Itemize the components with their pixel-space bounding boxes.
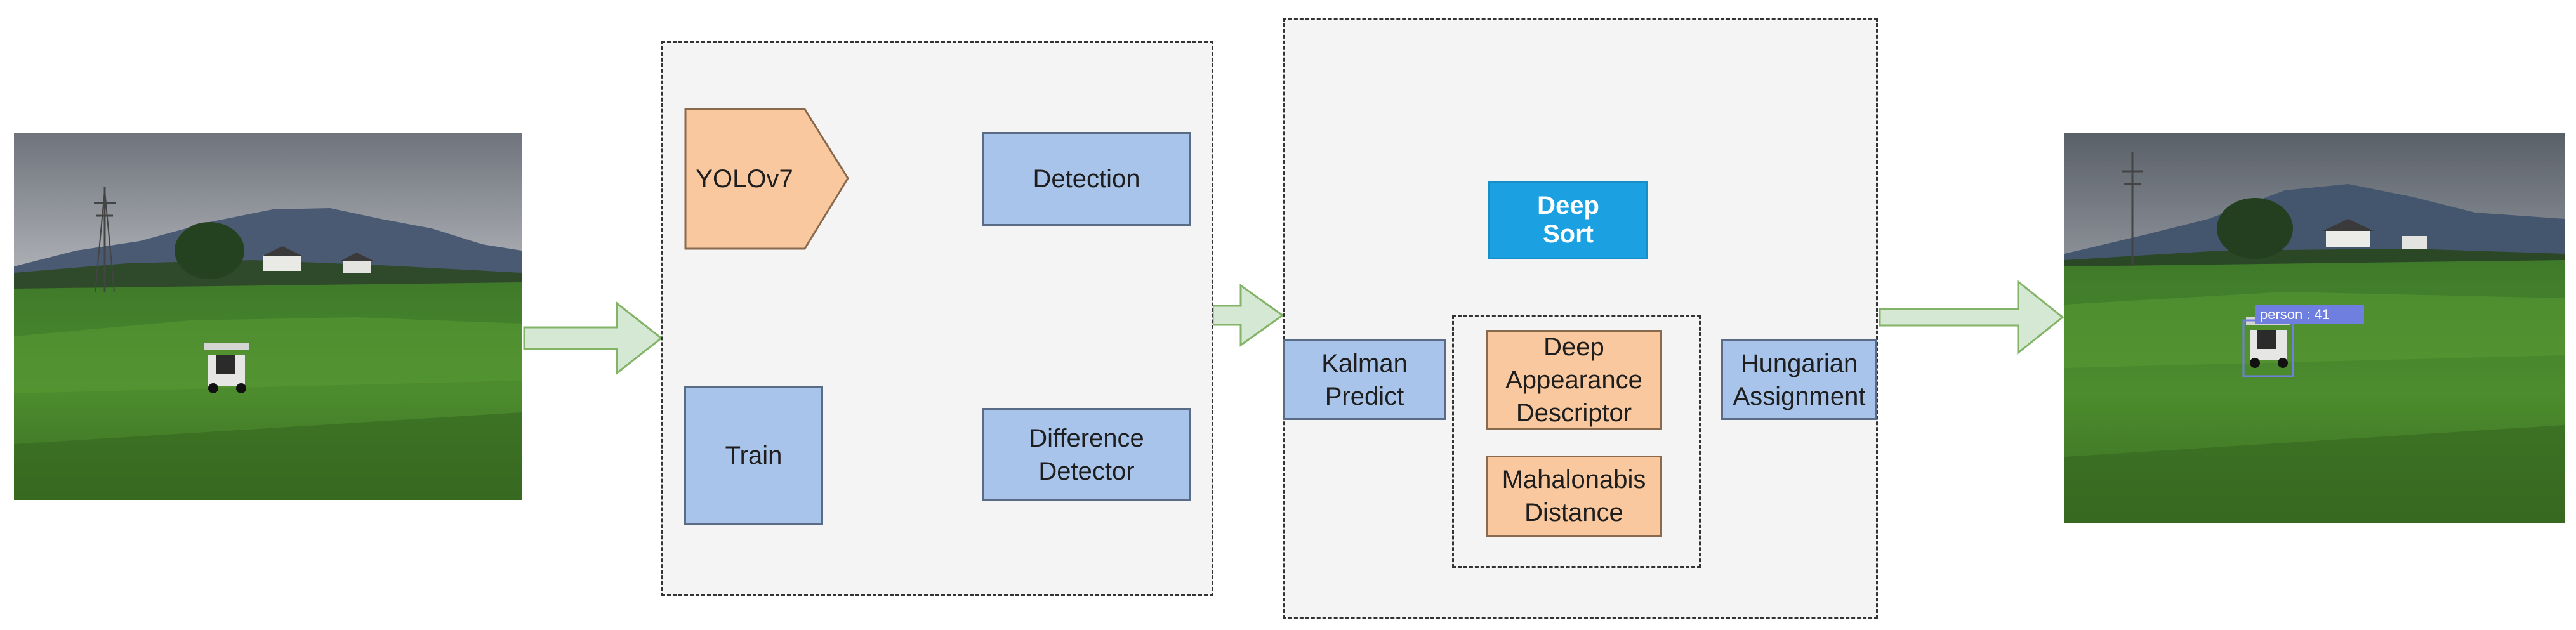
mahalonabis-distance-node: Mahalonabis Distance xyxy=(1486,456,1662,537)
detection-node: Detection xyxy=(982,132,1191,226)
detection-label: Detection xyxy=(1033,165,1140,193)
deep-sort-label: Deep Sort xyxy=(1537,192,1599,248)
track-label: person : 41 xyxy=(2260,306,2330,322)
track-label-bg xyxy=(2255,305,2364,324)
yolo-node xyxy=(684,108,849,250)
arrow-tracker-to-output xyxy=(1879,279,2064,355)
kalman-predict-node: Kalman Predict xyxy=(1283,339,1446,420)
input-frame-photo xyxy=(14,133,522,500)
arrow-detector-to-tracker xyxy=(1212,284,1285,347)
appearance-descriptor-label: Deep Appearance Descriptor xyxy=(1505,333,1642,427)
train-node: Train xyxy=(684,386,823,525)
difference-detector-node: Difference Detector xyxy=(982,408,1191,501)
yolo-label: YOLOv7 xyxy=(696,164,793,193)
kalman-predict-label: Kalman Predict xyxy=(1321,349,1408,410)
output-frame-photo: person : 41 xyxy=(2064,133,2565,523)
appearance-descriptor-node: Deep Appearance Descriptor xyxy=(1486,330,1662,430)
difference-detector-label: Difference Detector xyxy=(1029,424,1144,485)
train-label: Train xyxy=(725,442,783,469)
arrow-input-to-detector xyxy=(523,301,663,376)
hungarian-assignment-node: Hungarian Assignment xyxy=(1721,339,1877,420)
mahalonabis-distance-label: Mahalonabis Distance xyxy=(1502,466,1646,527)
deep-sort-node: Deep Sort xyxy=(1488,181,1648,259)
hungarian-assignment-label: Hungarian Assignment xyxy=(1733,349,1866,410)
